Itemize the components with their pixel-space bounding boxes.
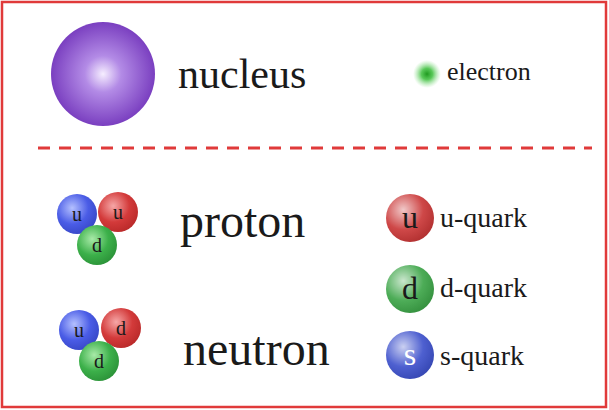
- swatch-letter: u: [402, 201, 418, 233]
- quark-letter: u: [113, 202, 123, 222]
- quark-letter: d: [94, 351, 104, 371]
- legend-text: s-quark: [440, 342, 524, 370]
- swatch-letter: d: [402, 272, 418, 304]
- legend-text: u-quark: [440, 204, 527, 232]
- quark-letter: d: [116, 318, 126, 338]
- quark-letter: u: [74, 320, 84, 340]
- quark-letter: u: [72, 204, 82, 224]
- electron-dot: [413, 60, 441, 88]
- legend-text: d-quark: [440, 274, 527, 302]
- frame: [2, 2, 606, 407]
- quark-letter: d: [92, 235, 102, 255]
- divider-line: [38, 147, 592, 150]
- nucleus-label: nucleus: [178, 53, 306, 95]
- quark-ball: d: [79, 341, 119, 381]
- swatch-letter: s: [404, 338, 416, 370]
- neutron-label: neutron: [183, 325, 330, 373]
- quark-ball: d: [77, 225, 117, 265]
- proton-label: proton: [180, 197, 305, 245]
- nucleus-sphere: [51, 22, 155, 126]
- electron-label: electron: [447, 59, 531, 85]
